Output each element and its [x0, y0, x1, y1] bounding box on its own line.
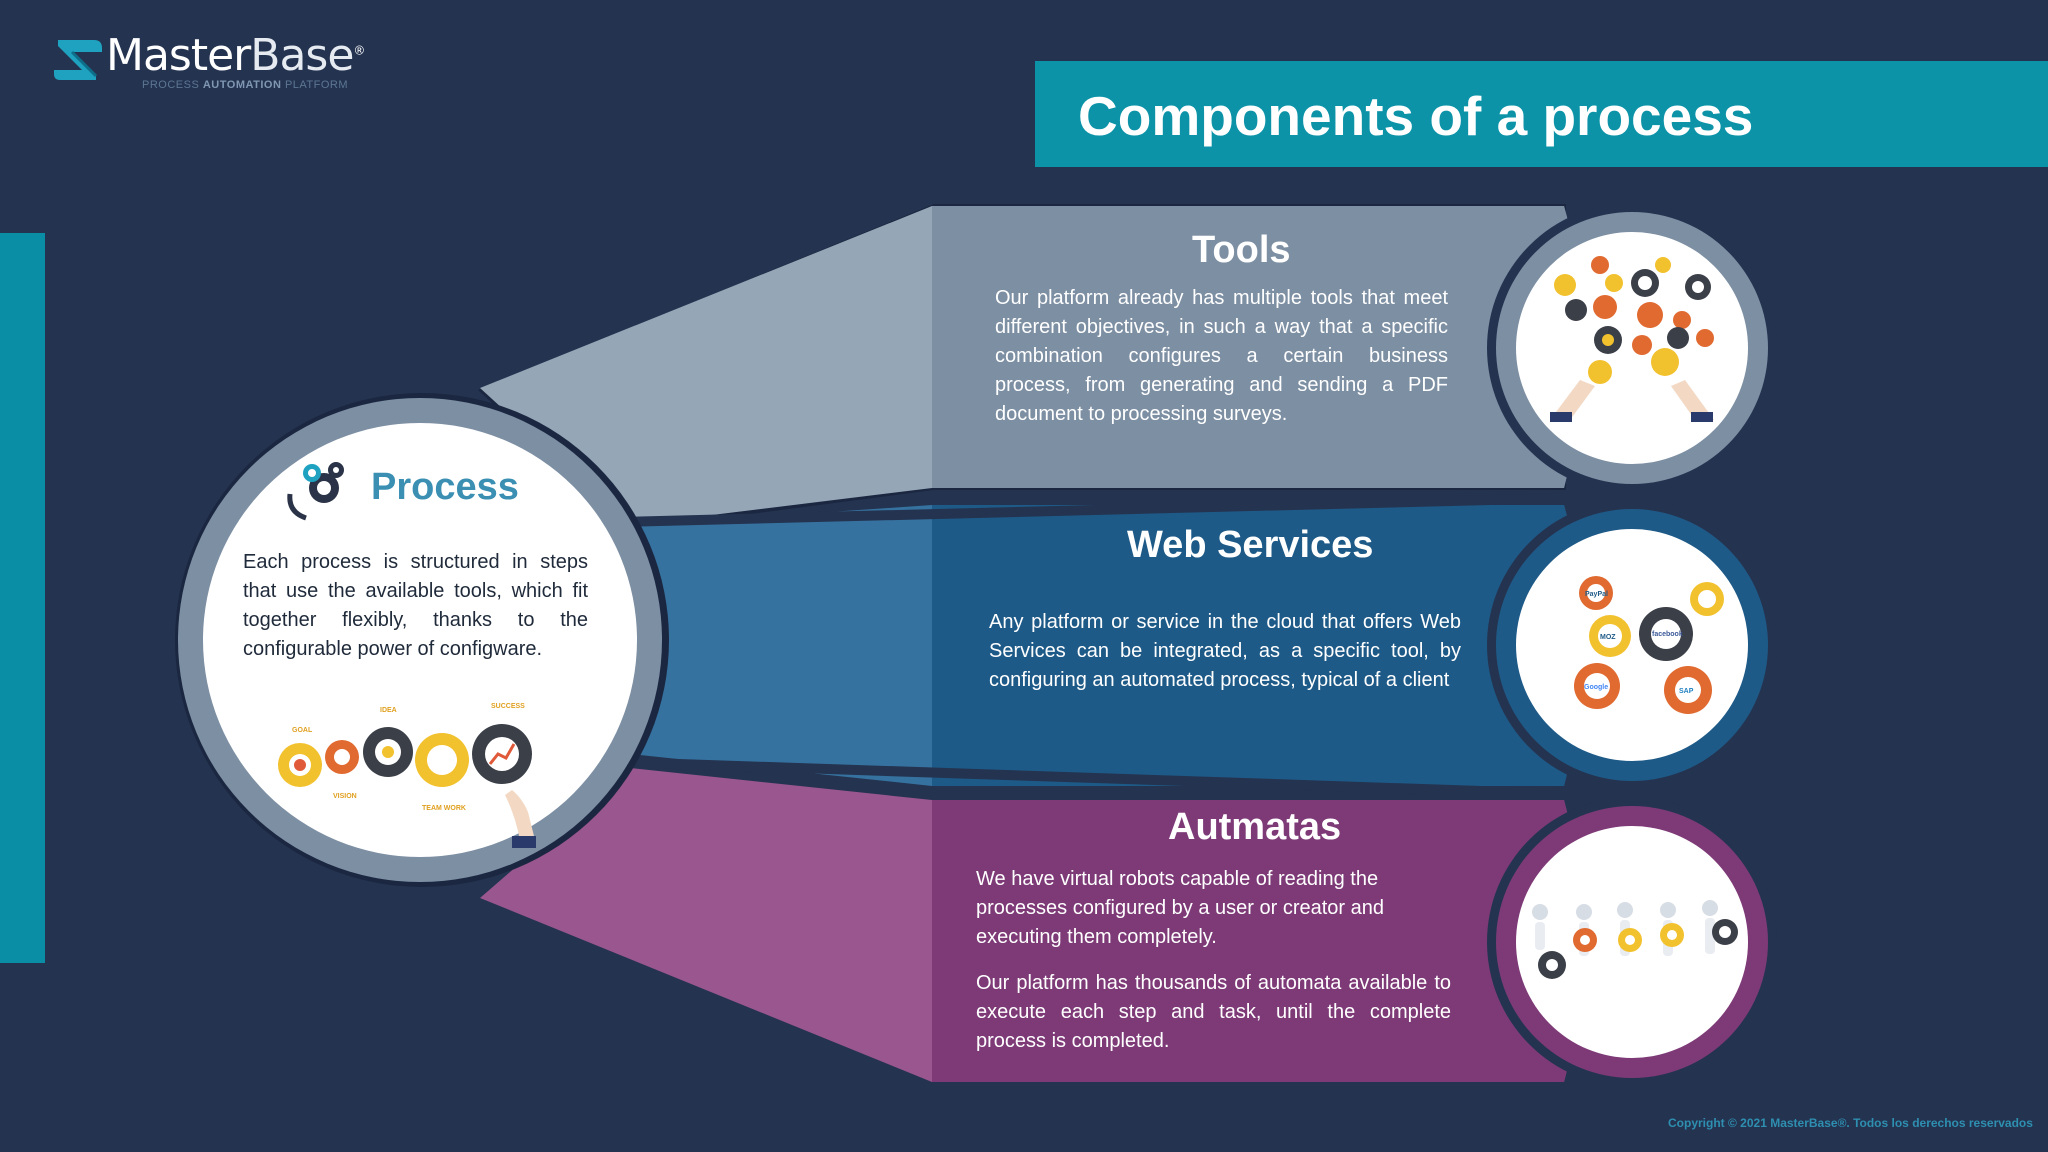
automatas-description-2: Our platform has thousands of automata a…: [976, 972, 1451, 1052]
svg-text:MOZ: MOZ: [1600, 634, 1616, 641]
band-separator: [619, 493, 1571, 527]
logo-tagline: PROCESS AUTOMATION PLATFORM: [142, 79, 349, 91]
page-title: Components of a process: [1078, 85, 1754, 147]
process-gears-illustration: [278, 724, 536, 848]
web-services-title: Web Services: [1127, 524, 1374, 566]
web-services-circle-inner: [1516, 529, 1748, 761]
logo-wordmark: MasterBase®: [106, 30, 365, 81]
svg-text:IDEA: IDEA: [380, 707, 397, 714]
web-services-description: Any platform or service in the cloud tha…: [989, 611, 1461, 691]
svg-text:TEAM WORK: TEAM WORK: [422, 805, 466, 812]
masterbase-logo: [54, 40, 102, 80]
tools-band-right: [932, 206, 1600, 488]
left-accent-bar: [0, 233, 45, 963]
automatas-band-right: [932, 800, 1600, 1082]
copyright-notice: Copyright © 2021 MasterBase®. Todos los …: [1668, 1116, 2033, 1130]
web-services-gears-illustration: [1574, 576, 1724, 714]
svg-text:SAP: SAP: [1679, 688, 1694, 695]
automatas-robots-illustration: [1532, 900, 1738, 979]
tools-gears-illustration: [1550, 256, 1714, 422]
automatas-title: Autmatas: [1168, 806, 1342, 848]
tools-description: Our platform already has multiple tools …: [995, 287, 1448, 425]
title-banner: [1035, 61, 2048, 167]
svg-text:VISION: VISION: [333, 793, 357, 800]
process-description: Each process is structured in steps that…: [243, 551, 588, 660]
svg-text:facebook: facebook: [1652, 631, 1683, 638]
process-title: Process: [371, 466, 519, 508]
process-gears-labels: GOAL IDEA SUCCESS VISION TEAM WORK: [292, 703, 525, 812]
svg-text:SUCCESS: SUCCESS: [491, 703, 525, 710]
svg-text:Google: Google: [1584, 684, 1608, 691]
tools-title: Tools: [1192, 229, 1291, 271]
band-separator: [619, 757, 1571, 799]
svg-text:GOAL: GOAL: [292, 727, 313, 734]
process-gears-icon: [287, 462, 344, 521]
automatas-description-1: We have virtual robots capable of readin…: [976, 868, 1384, 948]
tools-circle-inner: [1516, 232, 1748, 464]
web-services-band-right: [932, 505, 1600, 786]
svg-text:PayPal: PayPal: [1585, 591, 1608, 598]
